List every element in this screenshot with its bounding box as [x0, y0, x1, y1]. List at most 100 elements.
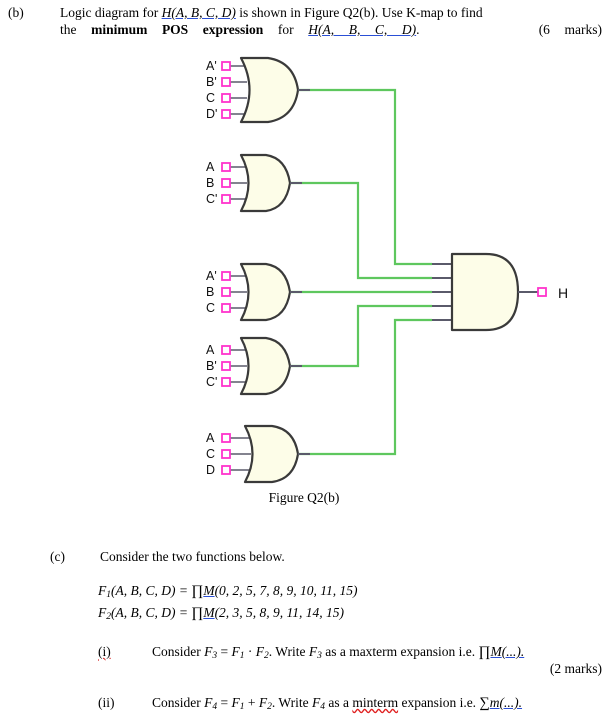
product-operator-icon: ∏	[191, 605, 204, 621]
function-definitions: F1(A, B, C, D) = ∏M(0, 2, 5, 7, 8, 9, 10…	[98, 582, 608, 626]
f2-args: (A, B, C, D)	[111, 605, 176, 620]
gate3-input-label-1: A'	[206, 269, 217, 283]
item-i-text: Consider F3 = F1 · F2. Write F3 as a max…	[152, 644, 602, 661]
gate3-input-label-2: B	[206, 285, 214, 299]
item-ii-f1: F1	[231, 695, 245, 712]
item-ii-eq: =	[217, 695, 232, 710]
part-b-label: (b)	[8, 5, 24, 20]
part-b-line2-mid: for	[263, 22, 309, 37]
wire-gate1-to-and	[298, 88, 432, 266]
item-i-label: (i)	[98, 644, 111, 659]
f1-args: (A, B, C, D)	[111, 583, 176, 598]
equation-f1: F1(A, B, C, D) = ∏M(0, 2, 5, 7, 8, 9, 10…	[98, 582, 608, 604]
interconnect-wires	[290, 88, 432, 456]
item-i-pre: Consider	[152, 644, 205, 659]
or-gate-4: A B' C'	[206, 336, 302, 396]
gate5-input-label-3: D	[206, 463, 215, 477]
part-b-line2-pre: the	[60, 22, 92, 37]
equation-f2: F2(A, B, C, D) = ∏M(2, 3, 5, 8, 9, 11, 1…	[98, 604, 608, 626]
item-ii-mid3: as a minterm expansion i.e.	[324, 695, 480, 710]
part-b-line2: the minimum POS expression for H(A, B, C…	[60, 21, 602, 38]
item-i-f3b: F3	[308, 644, 322, 661]
gate1-input-label-4: D'	[206, 107, 217, 121]
part-b-line1-mid: is shown in Figure Q2(b). Use K-map to f…	[235, 5, 483, 20]
f2-subscript: 2	[106, 612, 111, 622]
gate5-input-label-1: A	[206, 431, 215, 445]
f1-equals: =	[175, 583, 192, 598]
gate3-body	[239, 262, 292, 322]
item-i-ellipsis: (...).	[501, 644, 525, 659]
part-b-func-2: H(A, B, C, D)	[308, 22, 417, 37]
gate1-input-label-3: C	[206, 91, 215, 105]
item-i-marks: (2 marks)	[549, 661, 602, 676]
f2-equals: =	[175, 605, 192, 620]
item-ii-minterm-symbol: m	[489, 695, 500, 710]
wire-gate2-to-and	[290, 181, 432, 280]
and-gate-output: H	[432, 252, 568, 332]
item-ii-f4b: F4	[311, 695, 325, 712]
or-gate-2: A B C'	[206, 153, 302, 213]
gate2-body	[239, 153, 292, 213]
item-i-f3: F3	[204, 644, 218, 661]
gate1-input-pins	[221, 61, 231, 119]
part-b-emphasis: minimum POS expression	[91, 22, 264, 37]
f2-name: F	[98, 605, 107, 620]
gate4-input-label-2: B'	[206, 359, 217, 373]
gate4-input-label-3: C'	[206, 375, 217, 389]
f2-terms: (2, 3, 5, 8, 9, 11, 14, 15)	[214, 605, 345, 620]
item-i-f2: F2	[255, 644, 269, 661]
f1-name: F	[98, 583, 107, 598]
item-i-maxterm-symbol: M	[490, 644, 502, 659]
gate4-body	[239, 336, 292, 396]
gate4-input-label-1: A	[206, 343, 215, 357]
part-c-item-i: (i) Consider F3 = F1 · F2. Write F3 as a…	[0, 644, 608, 677]
question-part-c: (c) Consider the two functions below. F1…	[0, 549, 608, 712]
part-b-line1-pre: Logic diagram for	[60, 5, 162, 20]
f2-maxterm-symbol: M	[203, 605, 215, 620]
item-i-f1: F1	[231, 644, 245, 661]
part-b-text: Logic diagram for H(A, B, C, D) is shown…	[60, 4, 602, 38]
f1-subscript: 1	[106, 590, 111, 600]
and-gate-body	[450, 252, 520, 332]
sum-operator-icon: ∑	[479, 695, 490, 711]
item-ii-op: +	[244, 695, 259, 710]
gate1-body	[239, 56, 300, 124]
gate3-input-pins	[221, 271, 231, 313]
item-ii-f2: F2	[258, 695, 272, 712]
or-gate-5: A C D	[206, 424, 310, 484]
gate5-body	[243, 424, 300, 484]
gate2-input-pins	[221, 162, 231, 204]
output-pin	[537, 287, 547, 297]
output-label-h: H	[558, 285, 568, 301]
wire-gate5-to-and	[298, 318, 432, 456]
gate2-input-label-3: C'	[206, 192, 217, 206]
wire-gate4-to-and	[290, 304, 432, 368]
gate2-input-label-1: A	[206, 160, 215, 174]
gate5-input-label-2: C	[206, 447, 215, 461]
gate5-input-pins	[221, 433, 231, 475]
part-b-marks: (6 marks)	[538, 22, 603, 37]
gate3-input-label-3: C	[206, 301, 215, 315]
gate4-input-pins	[221, 345, 231, 387]
figure-caption: Figure Q2(b)	[268, 490, 340, 505]
item-ii-label: (ii)	[98, 695, 115, 710]
item-i-op: ·	[244, 644, 256, 659]
item-ii-minterm-word: minterm	[352, 695, 399, 710]
item-ii-pre: Consider	[152, 695, 205, 710]
item-i-eq: =	[217, 644, 232, 659]
part-c-intro: Consider the two functions below.	[100, 549, 285, 564]
part-c-item-ii: (ii) Consider F4 = F1 + F2. Write F4 as …	[0, 695, 608, 712]
item-ii-text: Consider F4 = F1 + F2. Write F4 as a min…	[152, 695, 602, 712]
part-c-label: (c)	[50, 549, 65, 564]
f1-terms: (0, 2, 5, 7, 8, 9, 10, 11, 15)	[214, 583, 358, 598]
part-b-func-1: H(A, B, C, D)	[161, 5, 236, 20]
item-i-mid3: as a maxterm expansion i.e.	[321, 644, 479, 659]
part-b-line2-end: .	[416, 22, 420, 37]
or-gate-3: A' B C	[206, 262, 302, 322]
item-ii-mid2: . Write	[271, 695, 312, 710]
gate1-input-label-2: B'	[206, 75, 217, 89]
product-operator-icon: ∏	[478, 644, 491, 660]
question-part-b: (b) Logic diagram for H(A, B, C, D) is s…	[0, 4, 608, 38]
gate1-input-label-1: A'	[206, 59, 217, 73]
